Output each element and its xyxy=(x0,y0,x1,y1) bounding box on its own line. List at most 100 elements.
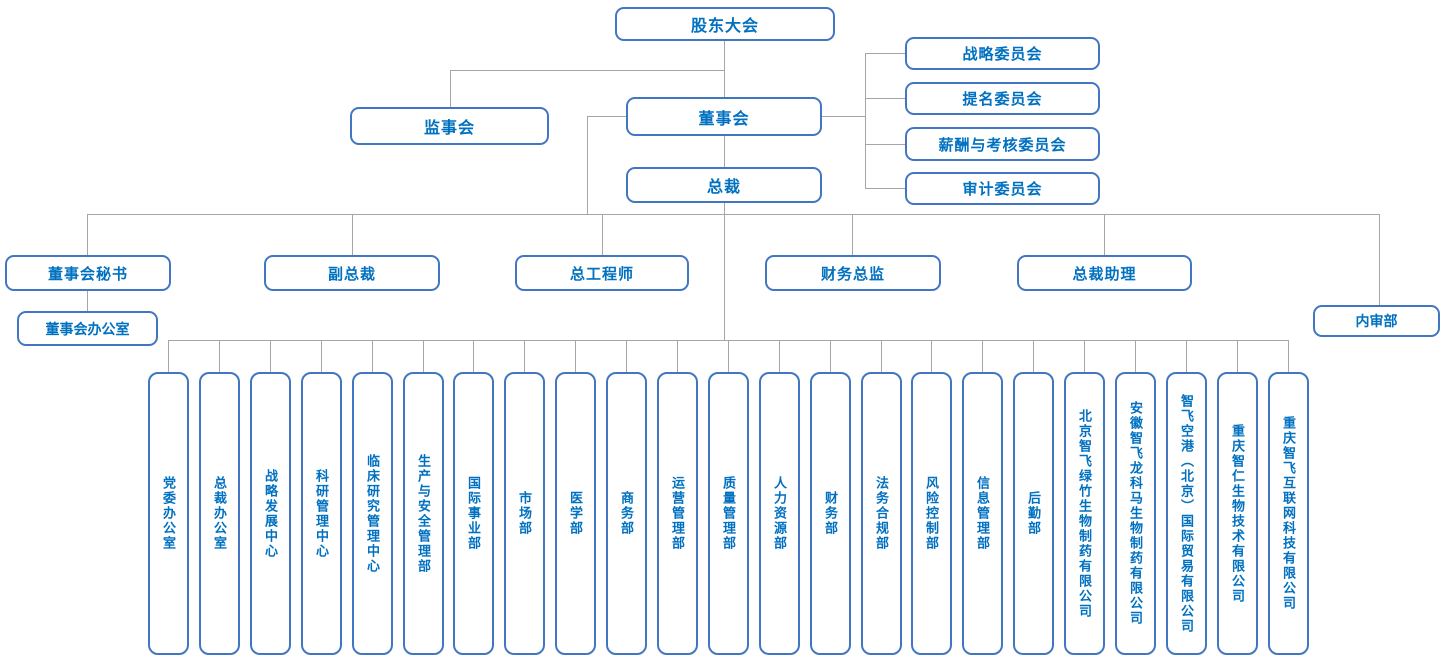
connector-stub-committee-4 xyxy=(865,188,905,189)
node-label: 安徽智飞龙科马生物制药有限公司 xyxy=(1128,401,1143,626)
connector-drop-dept-12 xyxy=(779,340,780,372)
node-label: 人力资源部 xyxy=(772,476,787,551)
connector-drop-dept-18 xyxy=(1084,340,1085,372)
node-label: 监事会 xyxy=(423,120,475,137)
node-subsidiary-beijing-lvzhu: 北京智飞绿竹生物制药有限公司 xyxy=(1064,372,1105,655)
node-internal-audit: 内审部 xyxy=(1313,305,1440,337)
connector-board-committees xyxy=(822,116,866,117)
node-dept-party-committee-office: 党委办公室 xyxy=(148,372,189,655)
node-committee-remuneration: 薪酬与考核委员会 xyxy=(905,127,1100,161)
node-dept-finance: 财务部 xyxy=(810,372,851,655)
node-dept-information-management: 信息管理部 xyxy=(962,372,1003,655)
node-label: 总裁 xyxy=(706,179,741,196)
connector-drop-dept-0 xyxy=(168,340,169,372)
connector-stub-committee-1 xyxy=(865,53,905,54)
connector-drop-dept-5 xyxy=(423,340,424,372)
connector-drop-dept-17 xyxy=(1033,340,1034,372)
node-subsidiary-chongqing-internet: 重庆智飞互联网科技有限公司 xyxy=(1268,372,1309,655)
node-label: 战略发展中心 xyxy=(263,468,278,559)
connector-drop-supervisory xyxy=(450,70,451,107)
node-dept-commerce: 商务部 xyxy=(606,372,647,655)
node-supervisory-board: 监事会 xyxy=(350,107,549,145)
node-subsidiary-anhui-longcom: 安徽智飞龙科马生物制药有限公司 xyxy=(1115,372,1156,655)
node-label: 董事会办公室 xyxy=(45,320,130,337)
connector-drop-dept-7 xyxy=(524,340,525,372)
connector-drop-exec-3 xyxy=(602,214,603,255)
node-label: 信息管理部 xyxy=(975,476,990,551)
node-dept-marketing: 市场部 xyxy=(504,372,545,655)
node-label: 法务合规部 xyxy=(874,476,889,551)
node-label: 生产与安全管理部 xyxy=(416,453,431,574)
connector-drop-dept-6 xyxy=(473,340,474,372)
connector-drop-exec-1 xyxy=(87,214,88,255)
node-label: 科研管理中心 xyxy=(314,468,329,559)
connector-drop-exec-2 xyxy=(352,214,353,255)
node-label: 医学部 xyxy=(568,491,583,536)
connector-stub-committee-3 xyxy=(865,144,905,145)
node-label: 运营管理部 xyxy=(670,476,685,551)
connector-president-depts xyxy=(724,203,725,340)
node-dept-operations-management: 运营管理部 xyxy=(657,372,698,655)
node-dept-medical: 医学部 xyxy=(555,372,596,655)
node-label: 战略委员会 xyxy=(962,46,1043,63)
node-label: 财务总监 xyxy=(820,265,885,283)
connector-drop-exec-5 xyxy=(1104,214,1105,255)
node-board-of-directors: 董事会 xyxy=(626,97,822,136)
node-label: 智飞空港（北京）国际贸易有限公司 xyxy=(1179,393,1194,634)
connector-drop-dept-21 xyxy=(1237,340,1238,372)
node-shareholders-meeting: 股东大会 xyxy=(615,7,835,41)
connector-drop-dept-3 xyxy=(321,340,322,372)
node-chief-engineer: 总工程师 xyxy=(515,255,689,291)
node-label: 后勤部 xyxy=(1026,491,1041,536)
connector-exec-rail xyxy=(87,214,1380,215)
node-label: 财务部 xyxy=(823,491,838,536)
node-label: 审计委员会 xyxy=(962,181,1043,198)
node-label: 总裁办公室 xyxy=(212,476,227,551)
node-label: 商务部 xyxy=(619,491,634,536)
node-dept-strategic-development-center: 战略发展中心 xyxy=(250,372,291,655)
node-label: 党委办公室 xyxy=(161,476,176,551)
node-board-secretary: 董事会秘书 xyxy=(5,255,171,291)
node-label: 董事会 xyxy=(698,110,750,128)
connector-drop-dept-22 xyxy=(1288,340,1289,372)
node-dept-quality-management: 质量管理部 xyxy=(708,372,749,655)
connector-board-left-stub xyxy=(587,116,626,117)
connector-secretary-office xyxy=(87,291,88,311)
connector-drop-dept-13 xyxy=(830,340,831,372)
connector-board-president xyxy=(724,136,725,167)
node-label: 副总裁 xyxy=(327,265,376,283)
node-label: 总工程师 xyxy=(569,265,634,283)
node-label: 重庆智仁生物技术有限公司 xyxy=(1230,423,1245,604)
node-vice-president: 副总裁 xyxy=(264,255,440,291)
connector-drop-internal-audit xyxy=(1379,214,1380,305)
node-label: 国际事业部 xyxy=(466,476,481,551)
connector-drop-dept-2 xyxy=(270,340,271,372)
connector-drop-dept-15 xyxy=(931,340,932,372)
node-dept-international-business: 国际事业部 xyxy=(453,372,494,655)
node-committee-strategy: 战略委员会 xyxy=(905,37,1100,70)
node-label: 总裁助理 xyxy=(1072,265,1137,283)
node-label: 风险控制部 xyxy=(924,476,939,551)
connector-branch-supervisory xyxy=(450,70,725,71)
connector-shareholders-board xyxy=(724,41,725,97)
connector-drop-dept-1 xyxy=(219,340,220,372)
connector-drop-dept-20 xyxy=(1186,340,1187,372)
node-president-assistant: 总裁助理 xyxy=(1017,255,1192,291)
node-dept-clinical-research-center: 临床研究管理中心 xyxy=(352,372,393,655)
node-label: 质量管理部 xyxy=(721,476,736,551)
node-label: 重庆智飞互联网科技有限公司 xyxy=(1281,416,1296,611)
node-label: 董事会秘书 xyxy=(47,265,128,283)
connector-board-exec-drop xyxy=(587,116,588,214)
node-dept-research-management-center: 科研管理中心 xyxy=(301,372,342,655)
node-dept-human-resources: 人力资源部 xyxy=(759,372,800,655)
node-label: 市场部 xyxy=(517,491,532,536)
connector-drop-dept-16 xyxy=(982,340,983,372)
connector-drop-dept-8 xyxy=(575,340,576,372)
connector-drop-exec-4 xyxy=(852,214,853,255)
connector-drop-dept-9 xyxy=(626,340,627,372)
node-dept-logistics: 后勤部 xyxy=(1013,372,1054,655)
node-cfo: 财务总监 xyxy=(765,255,941,291)
node-label: 临床研究管理中心 xyxy=(365,453,380,574)
node-dept-legal-compliance: 法务合规部 xyxy=(861,372,902,655)
